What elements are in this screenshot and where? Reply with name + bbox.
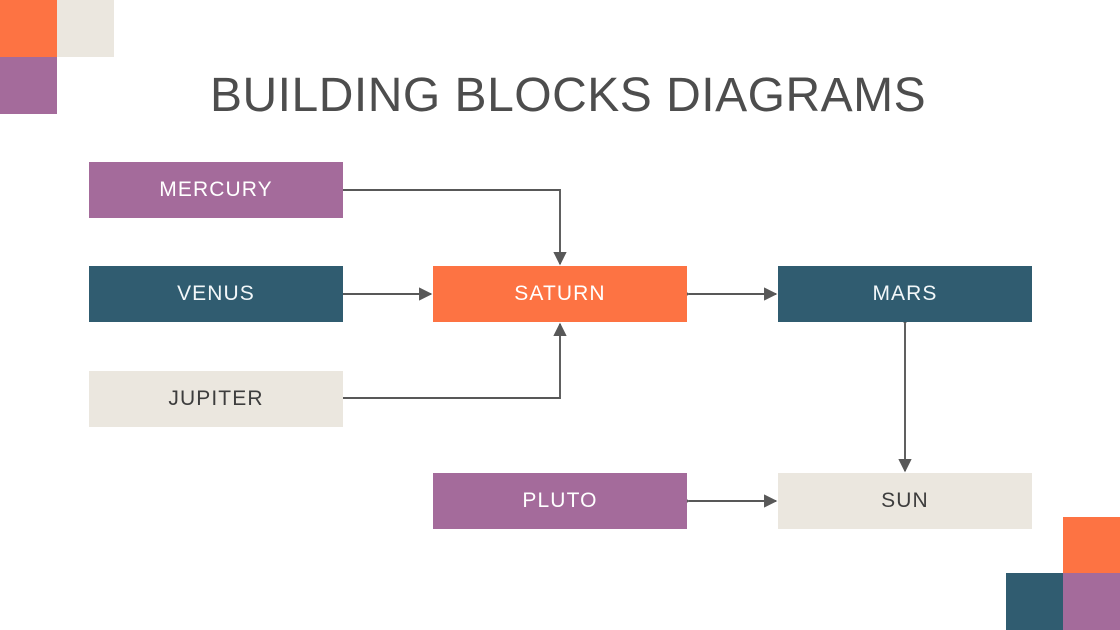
block-label-saturn: SATURN: [514, 282, 606, 305]
decoration-bottom-right-purple: [1063, 573, 1120, 630]
block-label-venus: VENUS: [177, 282, 255, 305]
decoration-bottom-right-teal: [1006, 573, 1063, 630]
connector-mercury-to-saturn: [343, 189, 567, 266]
block-sun[interactable]: SUN: [778, 473, 1032, 529]
decoration-top-left-beige: [57, 0, 114, 57]
connector-jupiter-to-saturn: [343, 322, 567, 399]
block-label-mercury: MERCURY: [159, 178, 273, 201]
page-title: BUILDING BLOCKS DIAGRAMS: [210, 69, 927, 122]
block-label-jupiter: JUPITER: [168, 387, 264, 410]
block-venus[interactable]: VENUS: [89, 266, 343, 322]
block-mercury[interactable]: MERCURY: [89, 162, 343, 218]
block-label-pluto: PLUTO: [522, 489, 598, 512]
block-label-mars: MARS: [872, 282, 938, 305]
decoration-top-left-purple: [0, 57, 57, 114]
block-jupiter[interactable]: JUPITER: [89, 371, 343, 427]
block-label-sun: SUN: [881, 489, 929, 512]
block-saturn[interactable]: SATURN: [433, 266, 687, 322]
block-mars[interactable]: MARS: [778, 266, 1032, 322]
block-pluto[interactable]: PLUTO: [433, 473, 687, 529]
decoration-bottom-right-orange: [1063, 517, 1120, 574]
decoration-top-left-orange: [0, 0, 57, 57]
